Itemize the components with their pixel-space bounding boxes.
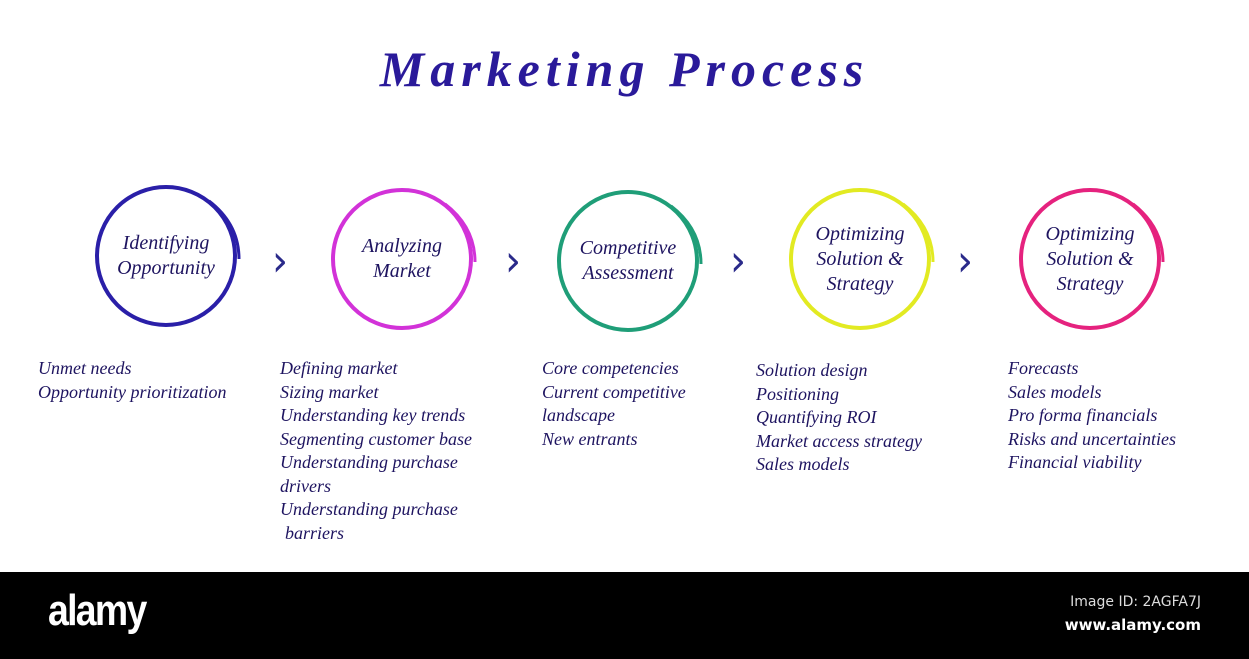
list-item: Sales models [756,454,850,474]
chevron-right-icon: › [505,235,521,287]
list-item: Quantifying ROI [756,407,877,427]
list-item: drivers [280,475,331,496]
website-link: www.alamy.com [1064,616,1201,634]
list-item: Forecasts [1008,358,1079,378]
list-item: Defining market [280,358,398,378]
step-label-line: Strategy [1056,272,1124,295]
step-label-line: Solution & [1046,247,1134,270]
step-label-line: Identifying [122,232,210,254]
alamy-logo: alamy [48,586,147,635]
list-item: New entrants [542,428,638,449]
chevron-right-icon: › [272,235,288,287]
list-item: Pro forma financials [1008,405,1158,425]
list-item: Risks and uncertainties [1008,428,1176,449]
step-label-line: Competitive [579,237,677,259]
step-label-line: Strategy [826,272,894,295]
diagram-title: Marketing Process [379,41,870,97]
watermark-footer: alamy Image ID: 2AGFA7J www.alamy.com [0,572,1249,659]
step-label-line: Optimizing [815,222,905,245]
list-item: Current competitive [542,381,686,402]
list-item: Understanding purchase [280,452,458,472]
chevron-right-icon: › [730,235,746,287]
list-item: Sales models [1008,381,1102,402]
circle-stroke-icon [670,204,703,265]
step-label-line: Assessment [582,262,674,284]
list-item: Financial viability [1008,452,1142,472]
chevron-right-icon: › [957,235,973,287]
list-item: Sizing market [280,381,379,402]
step-label-line: Analyzing [362,235,442,257]
list-item: Understanding purchase [280,499,458,519]
list-item: Solution design [756,360,868,380]
step-label-line: Solution & [816,247,904,270]
list-item: Opportunity prioritization [38,381,227,402]
circle-stroke-icon [902,202,935,263]
list-item: landscape [542,405,615,425]
circle-stroke-icon [208,199,241,260]
list-item: Unmet needs [38,358,132,378]
list-item: Core competencies [542,358,679,378]
list-item: Positioning [756,383,840,404]
list-item: Segmenting customer base [280,428,472,449]
step-label-line: Opportunity [117,257,215,279]
step-label-line: Optimizing [1045,222,1135,245]
list-item: Understanding key trends [280,405,466,425]
list-item: barriers [285,522,345,543]
list-item: Market access strategy [756,430,922,451]
circle-stroke-icon [444,202,477,263]
circle-stroke-icon [1132,202,1165,263]
step-label-line: Market [373,260,431,282]
image-id: Image ID: 2AGFA7J [1070,594,1201,610]
